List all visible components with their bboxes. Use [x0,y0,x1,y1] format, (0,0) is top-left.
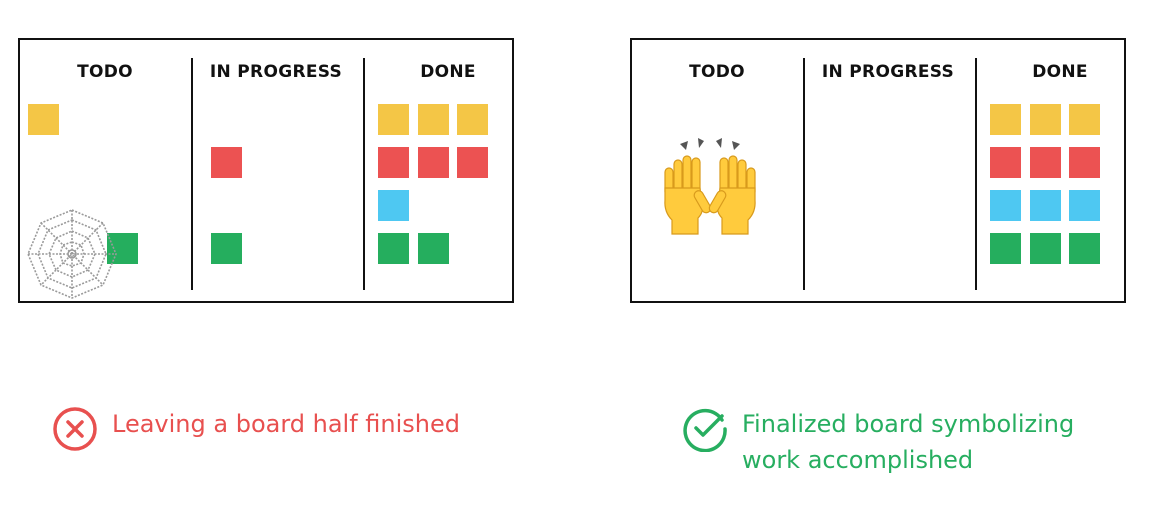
card-yellow [378,104,409,135]
card-blue [1069,190,1100,221]
card-blue [378,190,409,221]
card-red [418,147,449,178]
card-red [990,147,1021,178]
kanban-board-finished: TODO IN PROGRESS DONE [630,38,1126,303]
card-red [457,147,488,178]
card-yellow [1030,104,1061,135]
caption-text: Leaving a board half finished [112,410,461,438]
spider-web-icon [27,209,117,299]
card-green [990,233,1021,264]
card-green [107,233,138,264]
caption-text: Finalized board symbolizing work accompl… [742,410,1075,474]
column-divider [363,58,365,290]
card-blue [1030,190,1061,221]
column-header-todo: TODO [689,62,745,82]
cross-circle-icon [53,407,97,451]
card-red [1069,147,1100,178]
card-green [211,233,242,264]
column-header-done: DONE [1032,62,1088,82]
card-yellow [28,104,59,135]
card-green [378,233,409,264]
column-header-in-progress: IN PROGRESS [821,62,955,82]
card-green [418,233,449,264]
kanban-board-unfinished: TODO IN PROGRESS DONE [18,38,514,303]
column-divider [803,58,805,290]
raising-hands-icon [664,138,756,235]
column-header-todo: TODO [77,62,133,82]
column-header-in-progress: IN PROGRESS [209,62,343,82]
card-yellow [1069,104,1100,135]
check-circle-icon [683,408,727,452]
caption-good-practice: Finalized board symbolizing work accompl… [682,406,1102,478]
column-divider [975,58,977,290]
column-header-done: DONE [420,62,476,82]
card-red [211,147,242,178]
card-red [378,147,409,178]
column-divider [191,58,193,290]
card-green [1030,233,1061,264]
card-yellow [990,104,1021,135]
card-green [1069,233,1100,264]
card-yellow [457,104,488,135]
caption-bad-practice: Leaving a board half finished [52,406,460,452]
card-red [1030,147,1061,178]
card-blue [990,190,1021,221]
card-yellow [418,104,449,135]
